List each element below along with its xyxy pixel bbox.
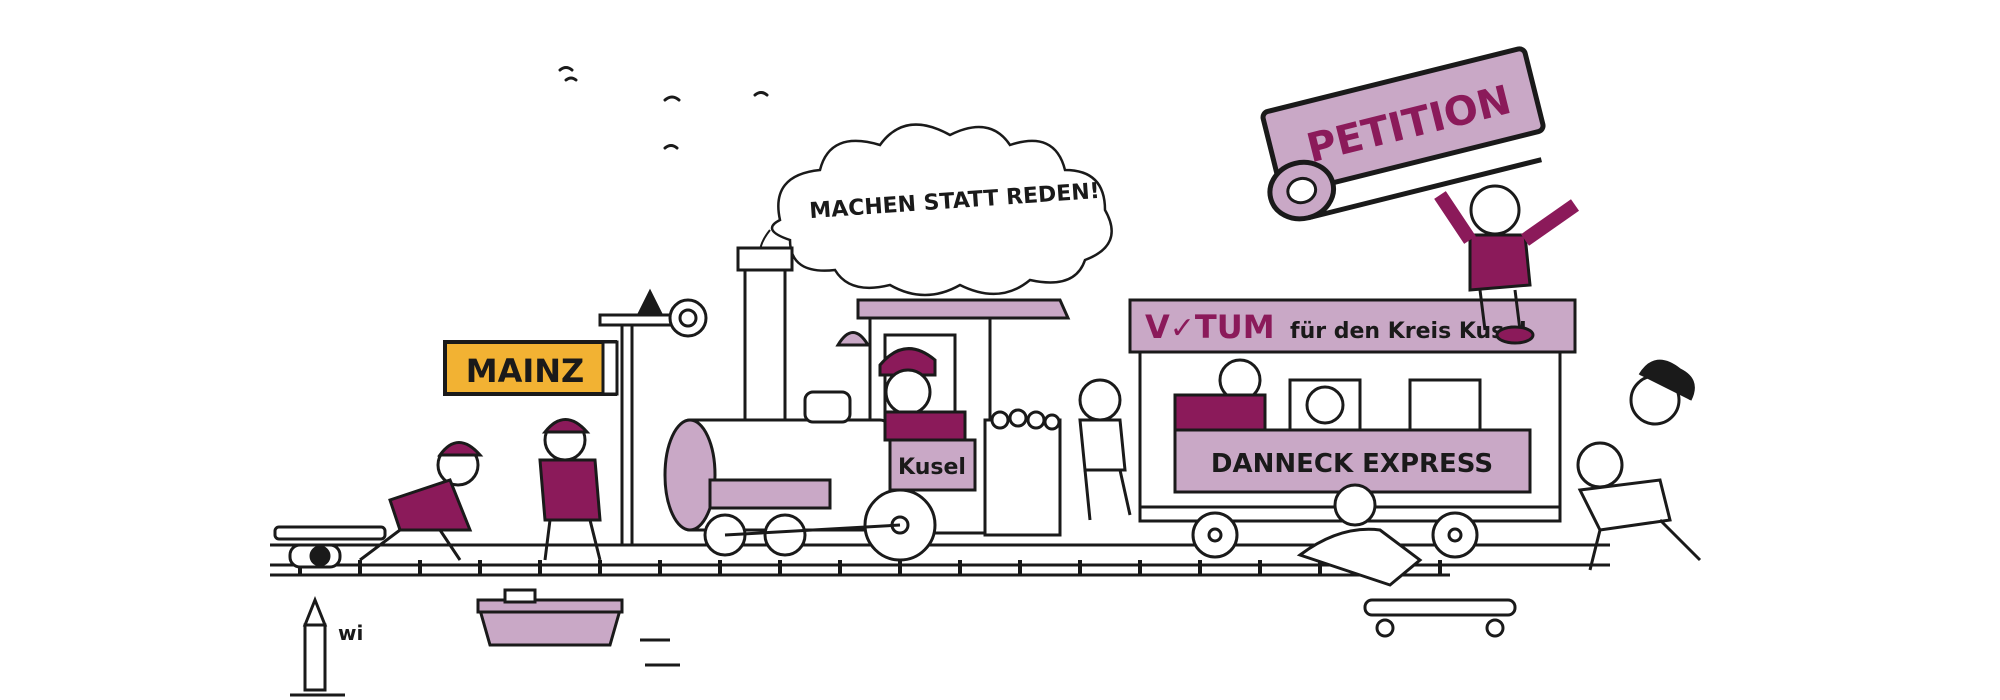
skateboarder xyxy=(1296,483,1517,638)
artist-signature-text: wi xyxy=(338,621,363,645)
station-sign: MAINZ xyxy=(443,340,619,396)
locomotive-plate-text: Kusel xyxy=(898,455,966,480)
votum-brand-prefix: V xyxy=(1145,308,1170,346)
toolbox xyxy=(476,588,680,667)
votum-brand-suffix: TUM xyxy=(1195,308,1275,346)
carriage xyxy=(1128,298,1577,559)
child-running xyxy=(1078,378,1132,521)
passenger-window xyxy=(1305,385,1345,425)
children-running-right xyxy=(1576,359,1702,571)
birds xyxy=(558,66,769,150)
carriage-title: V✓TUM für den Kreis Kusel xyxy=(1145,308,1527,346)
artist-signature: wi xyxy=(290,595,363,697)
locomotive: Kusel xyxy=(663,246,1071,562)
engine-driver xyxy=(878,347,967,442)
station-sign-text: MAINZ xyxy=(466,352,585,390)
worker-standing xyxy=(538,418,602,561)
carriage-subtitle: für den Kreis Kusel xyxy=(1290,319,1527,344)
passenger-pointing xyxy=(1173,358,1267,432)
votum-check-icon: ✓ xyxy=(1170,311,1195,346)
worker-kneeling xyxy=(359,441,484,562)
smoke-cloud: MACHEN STATT REDEN! xyxy=(759,123,1113,301)
signal-post xyxy=(598,288,708,547)
svg-text:V✓TUM: V✓TUM xyxy=(1145,308,1275,346)
child-with-petition xyxy=(1434,184,1580,345)
carriage-banner-text: DANNECK EXPRESS xyxy=(1211,449,1493,479)
loose-rails xyxy=(273,525,387,569)
